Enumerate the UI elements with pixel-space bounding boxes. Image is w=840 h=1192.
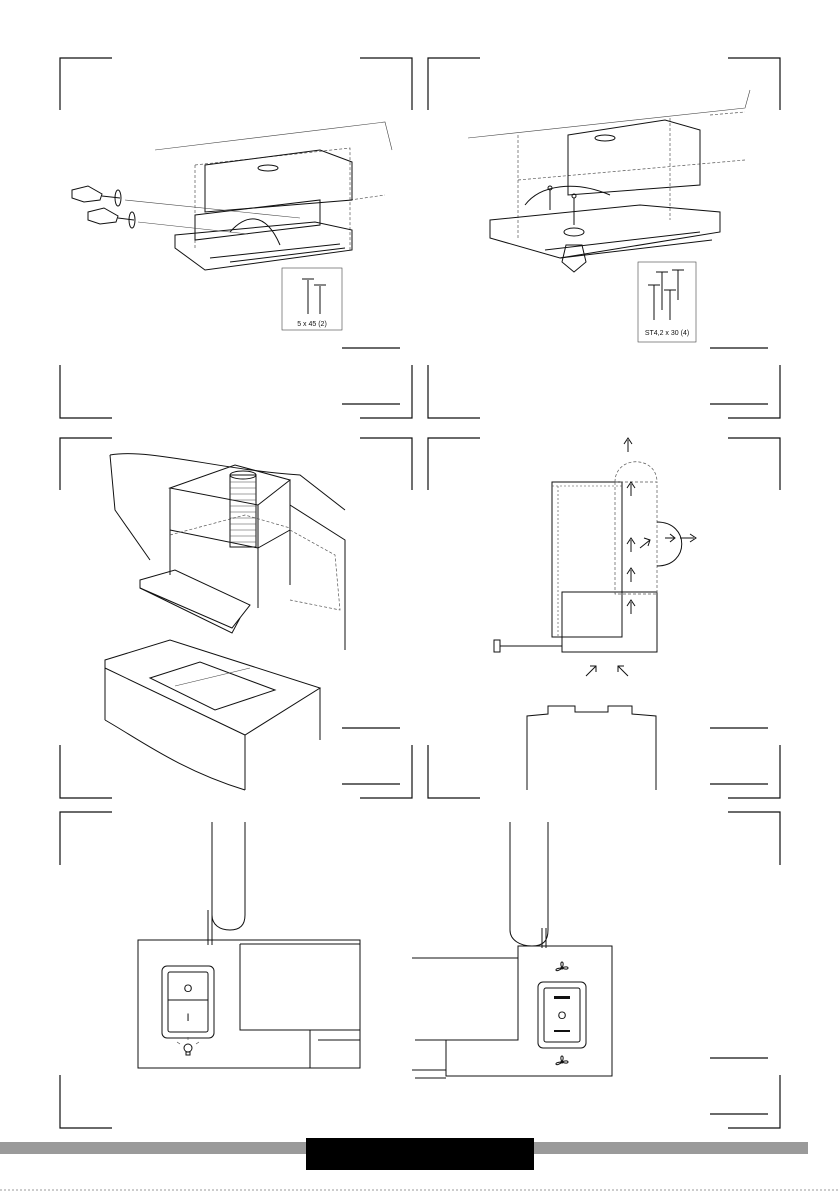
cutaway-curve [230, 219, 280, 245]
figure-2-bottom-mounting: ST4,2 x 30 (4) [468, 90, 750, 342]
screw-spec-label: 5 x 45 (2) [297, 321, 327, 328]
side-outlet [657, 522, 682, 566]
pullout-drawer [140, 570, 250, 628]
crop-marks [60, 58, 780, 1128]
switch-on-mark: O [184, 983, 193, 995]
countertop [105, 640, 320, 735]
screw-callout: ST4,2 x 30 (4) [638, 262, 696, 342]
screw-icon [648, 270, 684, 320]
duct-hole [595, 135, 615, 141]
screw-icon [548, 186, 576, 225]
figure-4-airflow-diagram [494, 438, 696, 790]
screw-icon [302, 279, 326, 314]
figure-1-side-mounting: 5 x 45 (2) [72, 122, 392, 330]
airflow-arrow-icon [586, 438, 696, 676]
switch-off-mark: I [186, 1012, 189, 1024]
screw-callout: 5 x 45 (2) [282, 268, 342, 330]
fan-icon [556, 962, 568, 971]
hood-body [490, 205, 720, 258]
lightbulb-icon [177, 1037, 199, 1055]
figure-6-fan-switch: O [412, 822, 612, 1078]
hood-unit [562, 592, 657, 652]
hob [150, 662, 275, 710]
duct-hole [258, 165, 278, 171]
cabinet-top-view [527, 706, 656, 790]
hood-panel-outline [446, 946, 612, 1076]
fan-icon [556, 1056, 568, 1065]
screwdriver-icon [562, 228, 586, 272]
hood-panel-outline [138, 940, 360, 1068]
footer-band [0, 1138, 840, 1190]
fan-switch[interactable]: O [538, 982, 586, 1048]
flexible-duct [230, 471, 256, 547]
light-switch[interactable]: O I [162, 966, 214, 1038]
screwdriver-icon [72, 186, 300, 218]
figure-5-light-switch: O I [138, 822, 360, 1068]
screw-spec-label: ST4,2 x 30 (4) [645, 330, 689, 337]
switch-center-mark: O [558, 1010, 567, 1022]
cabinet-box [205, 150, 352, 212]
footer-block [306, 1138, 534, 1170]
figure-3-kitchen-isometric [105, 454, 345, 790]
